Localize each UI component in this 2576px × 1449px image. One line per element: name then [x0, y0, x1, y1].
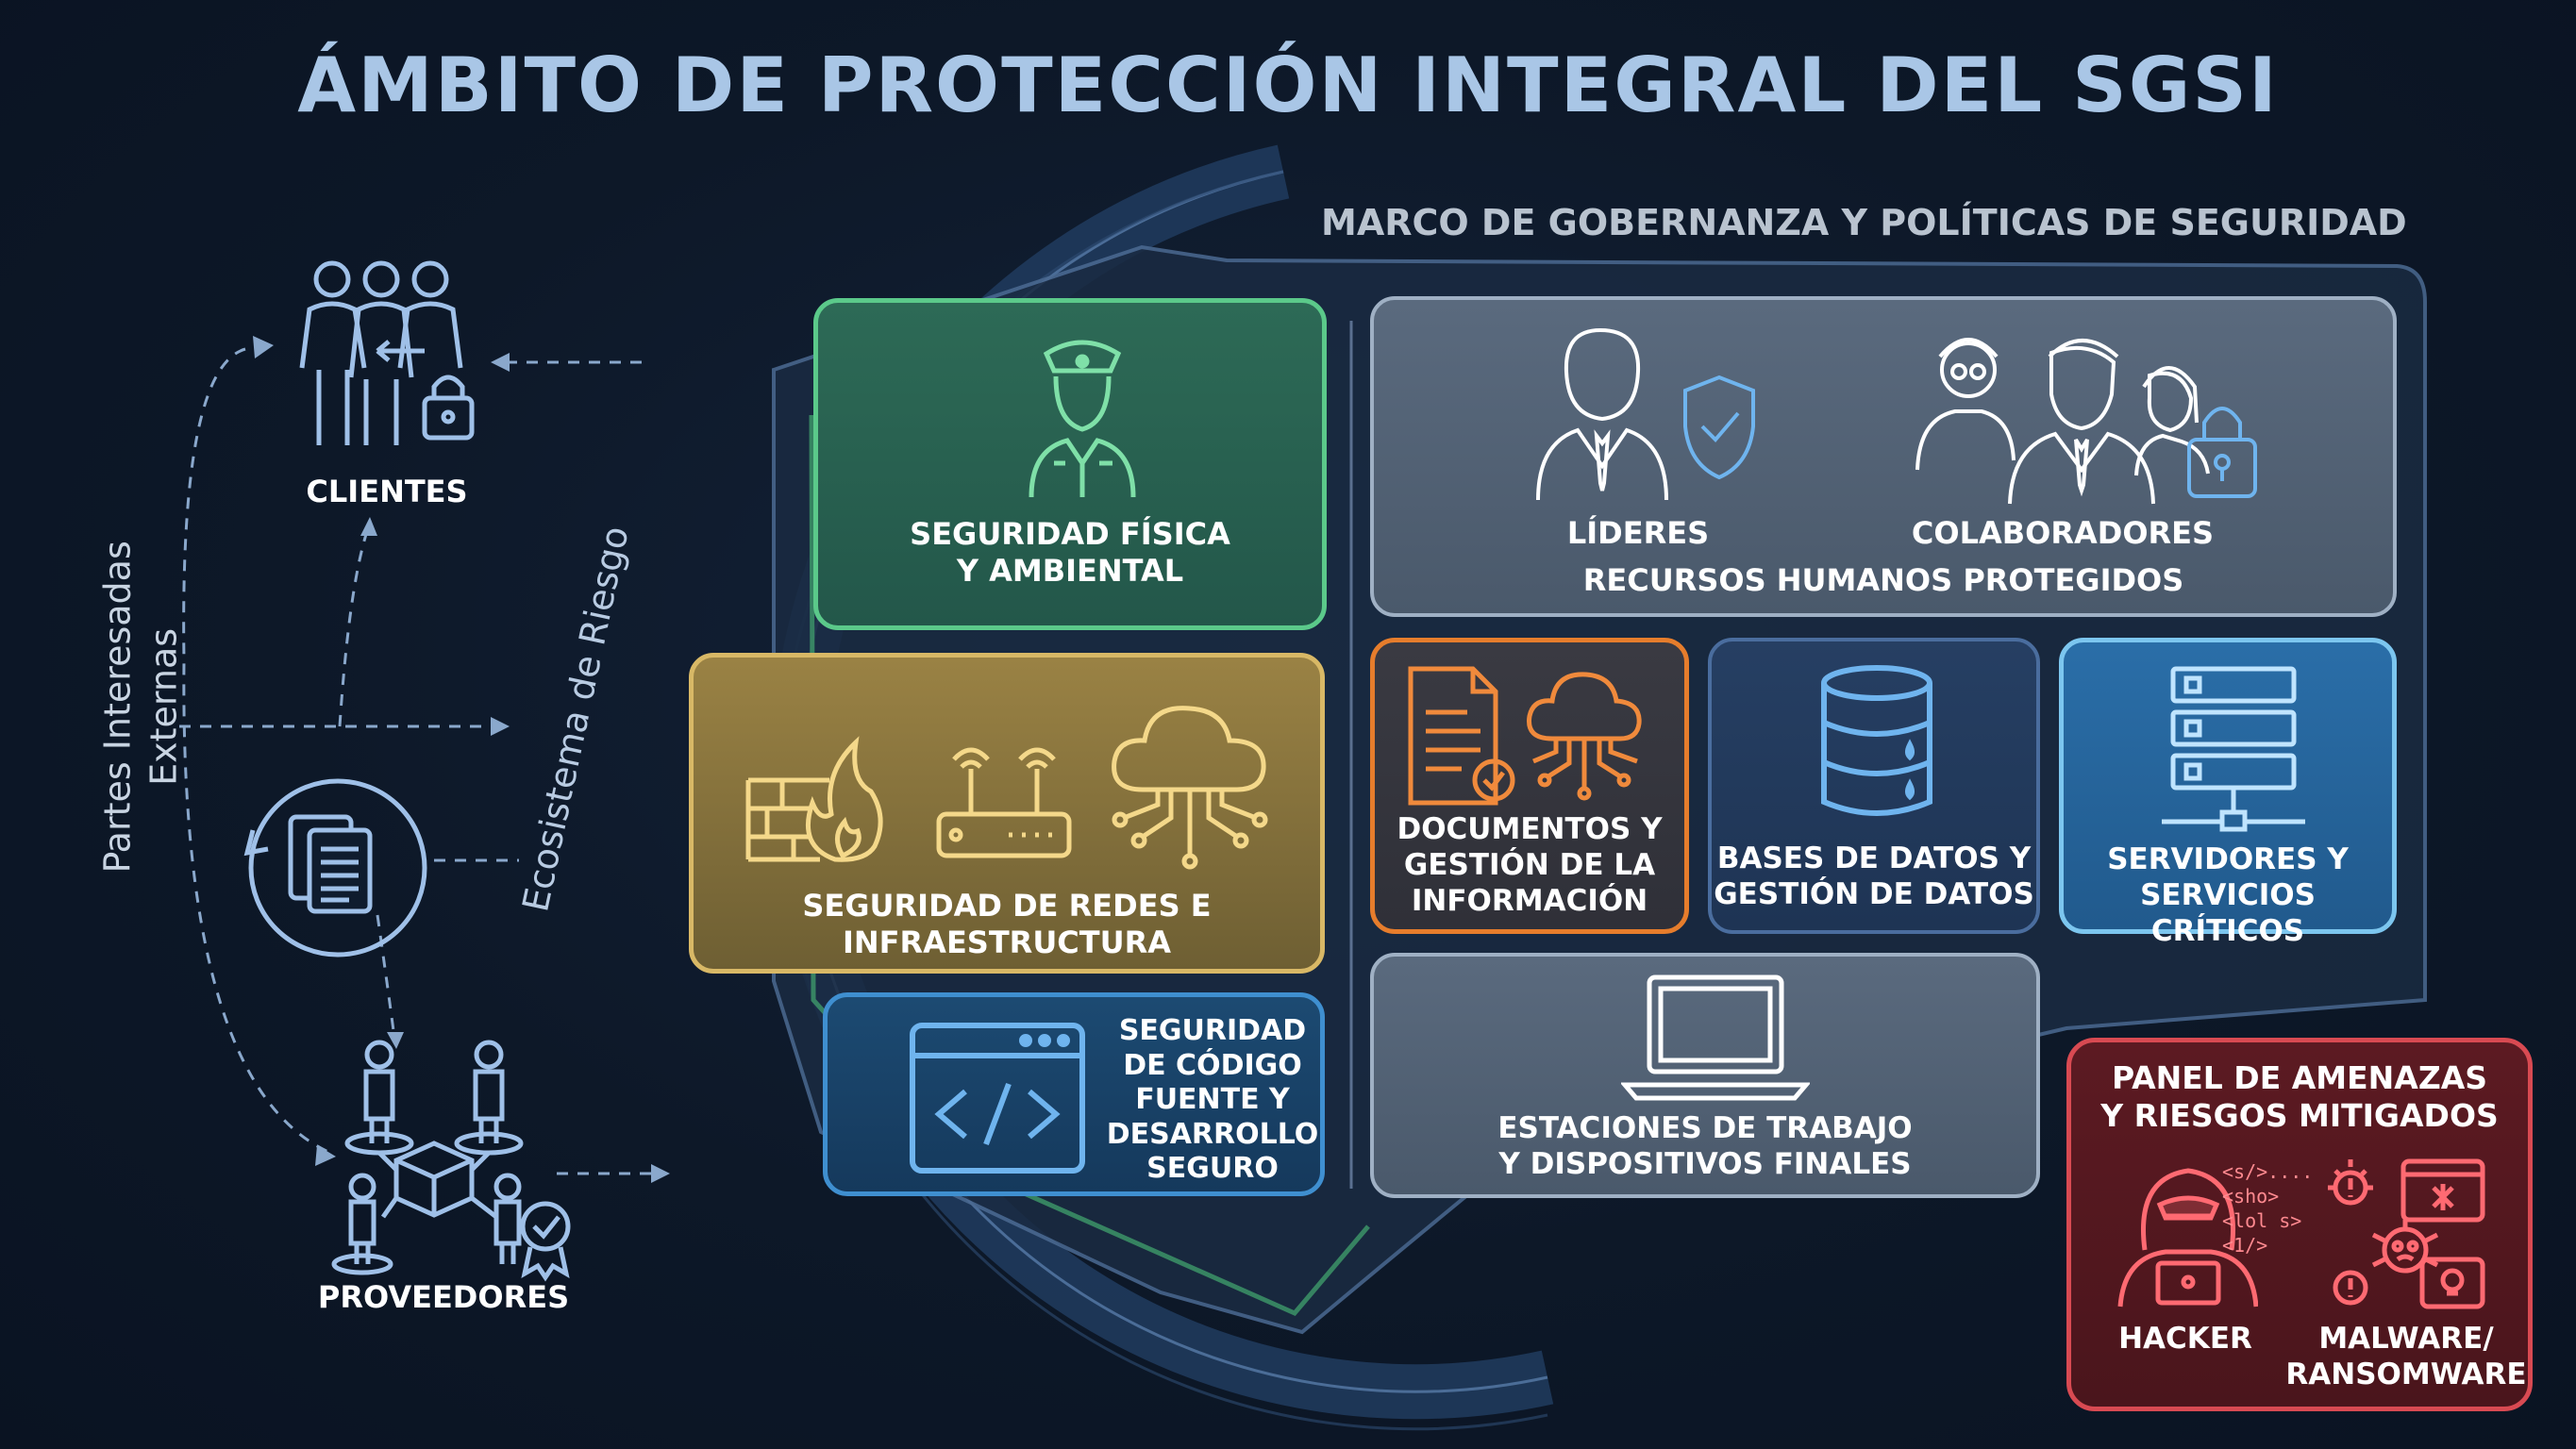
- servers-label: SERVIDORES Y SERVICIOS CRÍTICOS: [2107, 842, 2349, 948]
- physical-security-label: SEGURIDAD FÍSICA Y AMBIENTAL: [910, 516, 1230, 590]
- laptop-icon: [1621, 974, 1810, 1101]
- threats-panel[interactable]: PANEL DE AMENAZAS Y RIESGOS MITIGADOS <s…: [2066, 1038, 2533, 1411]
- network-security-card[interactable]: SEGURIDAD DE REDES E INFRAESTRUCTURA: [689, 653, 1325, 974]
- leaders-label: LÍDERES: [1566, 515, 1710, 551]
- guard-icon: [1029, 340, 1136, 498]
- external-parties-label: Partes Interesadas Externas: [96, 541, 185, 874]
- collaborators-label: COLABORADORES: [1911, 515, 2215, 551]
- governance-label: MARCO DE GOBERNANZA Y POLÍTICAS DE SEGUR…: [1321, 202, 2407, 243]
- physical-security-card[interactable]: SEGURIDAD FÍSICA Y AMBIENTAL: [813, 298, 1327, 630]
- servers-card[interactable]: SERVIDORES Y SERVICIOS CRÍTICOS: [2059, 638, 2397, 948]
- network-security-label: SEGURIDAD DE REDES E INFRAESTRUCTURA: [802, 888, 1212, 961]
- database-icon: [1821, 665, 1932, 816]
- page-title: ÁMBITO DE PROTECCIÓN INTEGRAL DEL SGSI: [297, 42, 2279, 129]
- clients-label: CLIENTES: [306, 474, 468, 509]
- hacker-icon: [2117, 1168, 2258, 1307]
- threats-title: PANEL DE AMENAZAS Y RIESGOS MITIGADOS: [2100, 1059, 2499, 1135]
- document-cycle-icon: [243, 778, 427, 958]
- providers-icon: [331, 1040, 571, 1282]
- code-security-card[interactable]: SEGURIDAD DE CÓDIGO FUENTE Y DESARROLLO …: [823, 992, 1325, 1196]
- collaborators-lock-icon: [1915, 338, 2257, 505]
- clients-icon: [299, 260, 475, 445]
- firewall-icon: [745, 736, 883, 862]
- router-icon: [936, 747, 1072, 858]
- malware-icon: [2328, 1158, 2485, 1309]
- hacker-code-tags: <s/>.... <sho> <lol s> <1/>: [2222, 1160, 2314, 1257]
- providers-label: PROVEEDORES: [317, 1279, 570, 1315]
- code-security-label: SEGURIDAD DE CÓDIGO FUENTE Y DESARROLLO …: [1106, 1014, 1319, 1186]
- human-resources-label: RECURSOS HUMANOS PROTEGIDOS: [1582, 562, 2184, 598]
- workstations-label: ESTACIONES DE TRABAJO Y DISPOSITIVOS FIN…: [1497, 1111, 1913, 1181]
- malware-label: MALWARE/ RANSOMWARE: [2285, 1322, 2527, 1391]
- documents-card[interactable]: DOCUMENTOS Y GESTIÓN DE LA INFORMACIÓN: [1370, 638, 1689, 934]
- databases-label: BASES DE DATOS Y GESTIÓN DE DATOS: [1714, 841, 2034, 911]
- documents-cloud-icon: [1408, 666, 1642, 806]
- human-resources-card[interactable]: LÍDERES COLABORADORES RECURSOS HUMANOS P…: [1370, 296, 2397, 617]
- cloud-network-icon: [1112, 706, 1268, 870]
- databases-card[interactable]: BASES DE DATOS Y GESTIÓN DE DATOS: [1708, 638, 2040, 934]
- leader-shield-icon: [1536, 327, 1755, 501]
- server-icon: [2162, 666, 2305, 832]
- workstations-card[interactable]: ESTACIONES DE TRABAJO Y DISPOSITIVOS FIN…: [1370, 953, 2040, 1198]
- hacker-label: HACKER: [2118, 1322, 2252, 1356]
- documents-label: DOCUMENTOS Y GESTIÓN DE LA INFORMACIÓN: [1397, 812, 1663, 918]
- code-icon: [910, 1023, 1085, 1174]
